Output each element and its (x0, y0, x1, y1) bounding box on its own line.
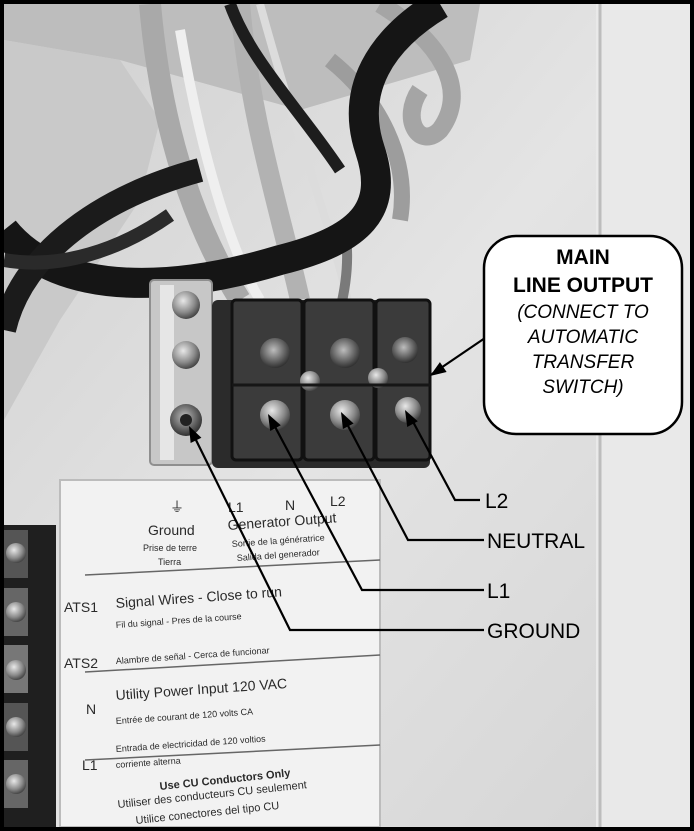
decal-ground-title: Ground (148, 522, 195, 538)
decal-gen-title: Generator Output (227, 509, 337, 533)
decal-l1-tag: L1 (82, 757, 98, 773)
decal-ground-symbol: ⏚ (170, 499, 184, 515)
decal-n-tag: N (86, 701, 96, 717)
arrow-ground (189, 426, 202, 444)
decal-col-l1: L1 (228, 499, 244, 515)
label-l2: L2 (485, 490, 508, 513)
decal-ground-fr: Prise de terre (143, 543, 197, 553)
callout-note-line4: SWITCH) (542, 377, 623, 398)
callout-note-line3: TRANSFER (532, 352, 635, 373)
leader-ground (192, 433, 484, 632)
arrow-l1 (268, 414, 281, 431)
callout-title-line2: LINE OUTPUT (513, 274, 653, 297)
callout-note-line1: (CONNECT TO (517, 302, 649, 323)
label-neutral: NEUTRAL (487, 530, 585, 553)
decal-ats1-tag: ATS1 (64, 599, 98, 615)
label-l1: L1 (487, 580, 510, 603)
decal-col-n: N (285, 497, 295, 513)
callout-title-line1: MAIN (556, 246, 610, 269)
decal-l1-es2: corriente alterna (115, 755, 181, 770)
decal-ats2-tag: ATS2 (64, 655, 98, 671)
left-terminal-strip (4, 525, 56, 827)
leader-l2 (410, 417, 480, 502)
arrow-main-output (430, 362, 447, 376)
decal-label: ⏚ L1 N L2 Ground Prise de terre Tierra G… (59, 479, 381, 828)
leader-neutral (345, 421, 484, 542)
decal-ground-es: Tierra (158, 557, 181, 567)
arrow-neutral (341, 412, 354, 429)
leader-l1 (272, 422, 484, 592)
label-ground: GROUND (487, 620, 580, 643)
leader-lines (192, 337, 486, 632)
decal-col-l2: L2 (330, 493, 346, 509)
callout-note-line2: AUTOMATIC (527, 327, 638, 348)
terminal-block (212, 298, 432, 468)
main-line-output-callout: MAIN LINE OUTPUT (CONNECT TO AUTOMATIC T… (482, 234, 684, 436)
arrow-l2 (405, 410, 418, 427)
arrowheads (189, 362, 447, 444)
